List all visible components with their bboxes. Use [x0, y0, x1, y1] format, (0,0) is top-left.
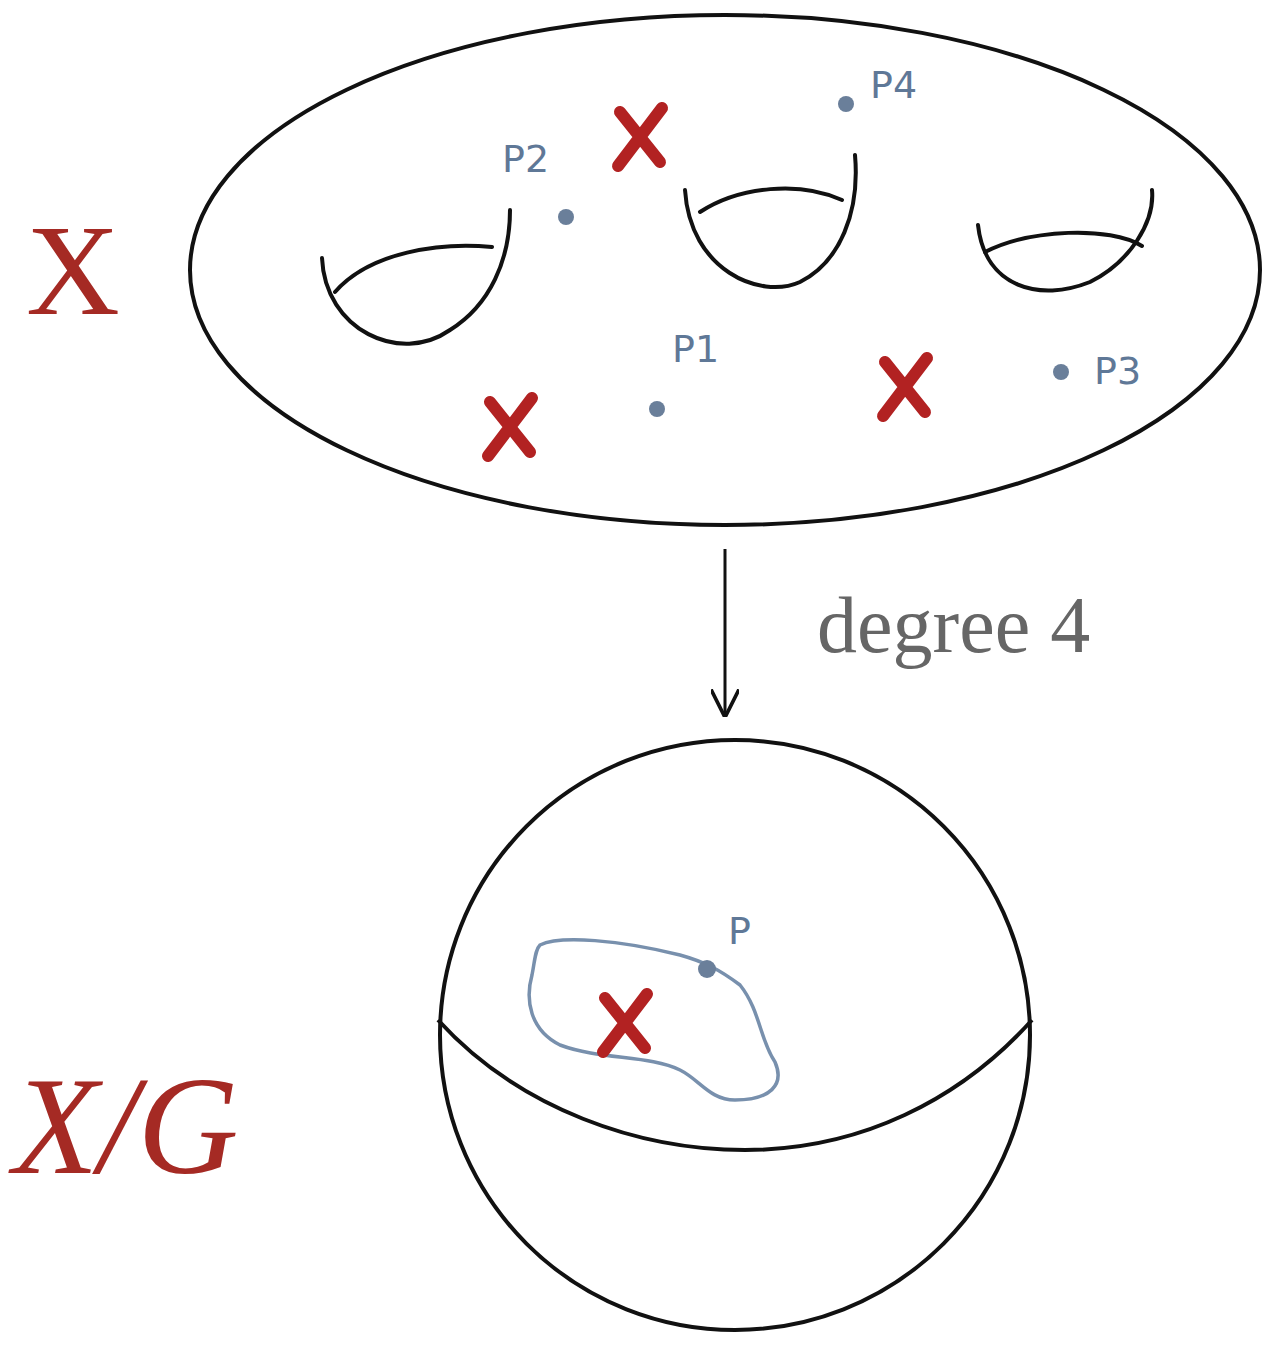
sphere-equator — [438, 1020, 1032, 1150]
branch-point-cross — [618, 108, 662, 166]
branch-point-cross — [488, 398, 532, 456]
handle-hole — [985, 233, 1142, 252]
point-dot — [1053, 364, 1069, 380]
point-dot — [558, 209, 574, 225]
point-dot — [698, 960, 716, 978]
sphere-outline: X/G — [438, 738, 1032, 1332]
surface-outline-path — [190, 15, 1260, 525]
space-label: X — [26, 205, 120, 335]
loop-around-branch-point — [529, 940, 778, 1100]
point-label: P — [728, 912, 751, 950]
branch-points — [488, 108, 927, 1052]
point-label: P2 — [502, 140, 549, 178]
surface-outline: X — [188, 13, 1262, 527]
handle-hole — [335, 246, 492, 292]
branch-point-cross — [883, 358, 927, 416]
handle-hole — [322, 210, 510, 344]
sphere-outline-path — [440, 740, 1030, 1330]
covering-map-arrow — [724, 549, 727, 716]
point-label: P1 — [672, 330, 719, 368]
branch-point-cross — [603, 994, 647, 1052]
point-label: P4 — [870, 66, 917, 104]
point-label: P3 — [1094, 352, 1141, 390]
surface-outline-svg — [188, 13, 1262, 527]
surface-handles — [322, 155, 1152, 344]
handle-hole — [700, 189, 842, 212]
space-label: X/G — [13, 1056, 239, 1196]
marked-points — [558, 96, 1069, 978]
point-dot — [838, 96, 854, 112]
handle-hole — [978, 190, 1152, 290]
edge-label: degree 4 — [817, 581, 1090, 669]
handle-hole — [685, 155, 856, 287]
sphere-outline-svg — [438, 738, 1032, 1332]
point-dot — [649, 401, 665, 417]
